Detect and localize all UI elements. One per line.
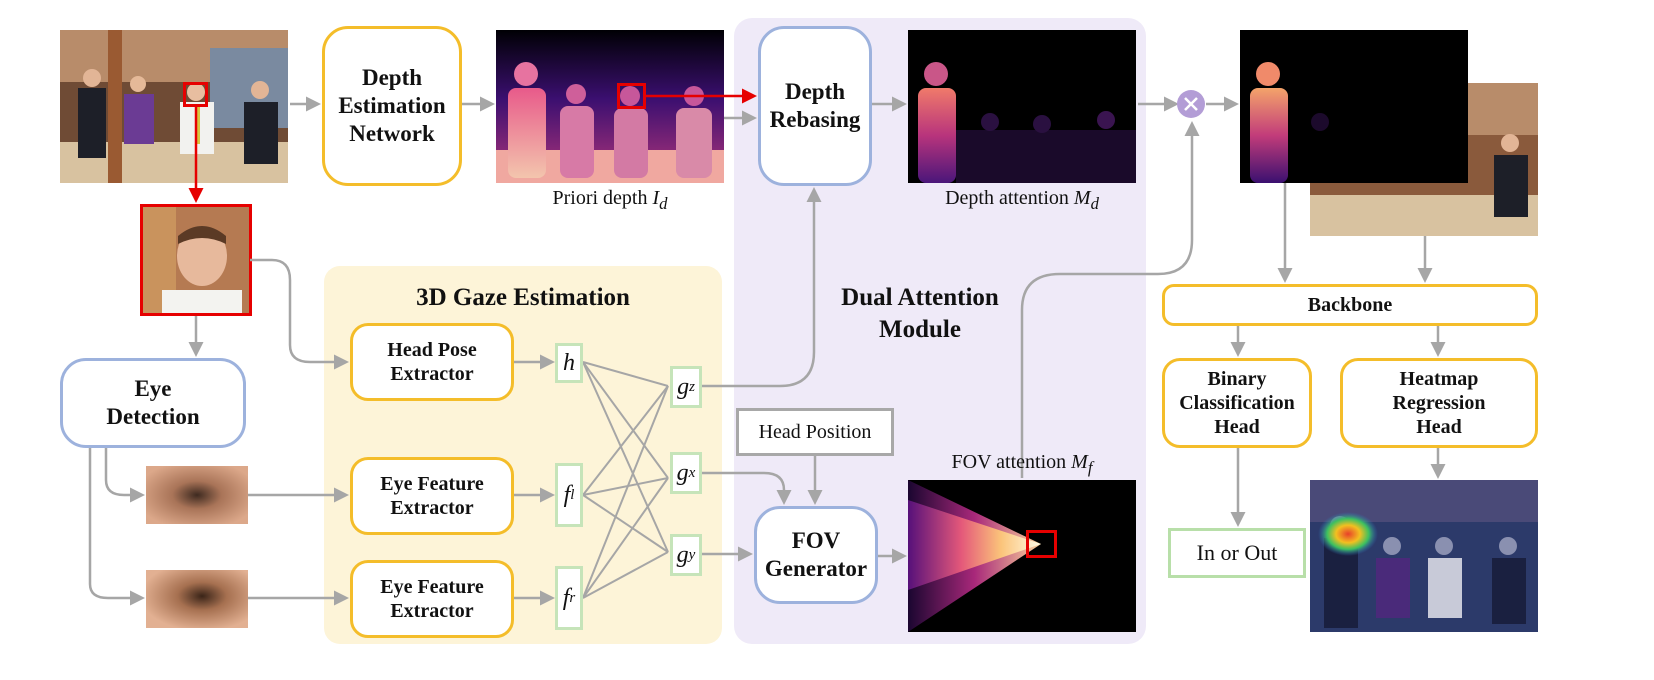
- fov-generator-module: FOV Generator: [754, 506, 878, 604]
- right-eye-crop-image: [146, 570, 248, 628]
- arrow-eye-detection-to-right-eye: [88, 448, 145, 606]
- priori-depth-image: [496, 30, 724, 183]
- link-fl-gz: [582, 385, 669, 496]
- link-fr-gy: [582, 551, 669, 599]
- link-fl-gx: [582, 477, 669, 496]
- head-pose-extractor: Head Pose Extractor: [350, 323, 514, 401]
- link-h-gz: [582, 361, 669, 387]
- fov-attention-caption: FOV attention Mf: [951, 451, 1093, 477]
- priori-depth-caption: Priori depth Id: [552, 187, 668, 213]
- eye-detection-module: Eye Detection: [60, 358, 246, 448]
- link-fr-gz: [582, 385, 669, 599]
- heatmap-regression-head: Heatmap Regression Head: [1340, 358, 1538, 448]
- link-fl-gy: [582, 494, 669, 553]
- eye-feature-extractor-right: Eye Feature Extractor: [350, 560, 514, 638]
- depth-rebasing-module: Depth Rebasing: [758, 26, 872, 186]
- arrow-gz-to-rebasing: [702, 187, 822, 388]
- depth-attention-image: [908, 30, 1136, 183]
- dual-attention-title: Dual Attention Module: [841, 284, 999, 343]
- depth-attention-caption: Depth attention Md: [945, 187, 1099, 213]
- node-h: h: [555, 343, 583, 383]
- gaze-estimation-title: 3D Gaze Estimation: [416, 284, 630, 311]
- link-h-gx: [582, 361, 669, 479]
- head-highlight-depth: [617, 83, 646, 109]
- head-highlight-fov: [1026, 530, 1057, 558]
- depth-estimation-network: Depth Estimation Network: [322, 26, 462, 186]
- eye-feature-extractor-left: Eye Feature Extractor: [350, 457, 514, 535]
- gaze-heatmap-output-image: [1310, 480, 1538, 632]
- masked-depth-image: [1240, 30, 1468, 183]
- fov-attention-image: [908, 480, 1136, 632]
- arrow-fov-attention-to-multiply: [1020, 121, 1200, 478]
- multiply-icon: [1184, 97, 1198, 111]
- arrow-head-crop-to-head-pose: [250, 258, 349, 370]
- head-crop-image: [142, 206, 250, 314]
- arrow-eye-detection-to-left-eye: [104, 448, 145, 503]
- link-h-gy: [582, 361, 669, 553]
- arrow-gx-to-fov: [702, 471, 792, 505]
- head-position-box: Head Position: [736, 408, 894, 456]
- binary-classification-head: Binary Classification Head: [1162, 358, 1312, 448]
- backbone-module: Backbone: [1162, 284, 1538, 326]
- input-scene-image: [60, 30, 288, 183]
- head-highlight-scene: [183, 82, 208, 107]
- in-or-out-output: In or Out: [1168, 528, 1306, 578]
- link-fr-gx: [582, 477, 669, 599]
- left-eye-crop-image: [146, 466, 248, 524]
